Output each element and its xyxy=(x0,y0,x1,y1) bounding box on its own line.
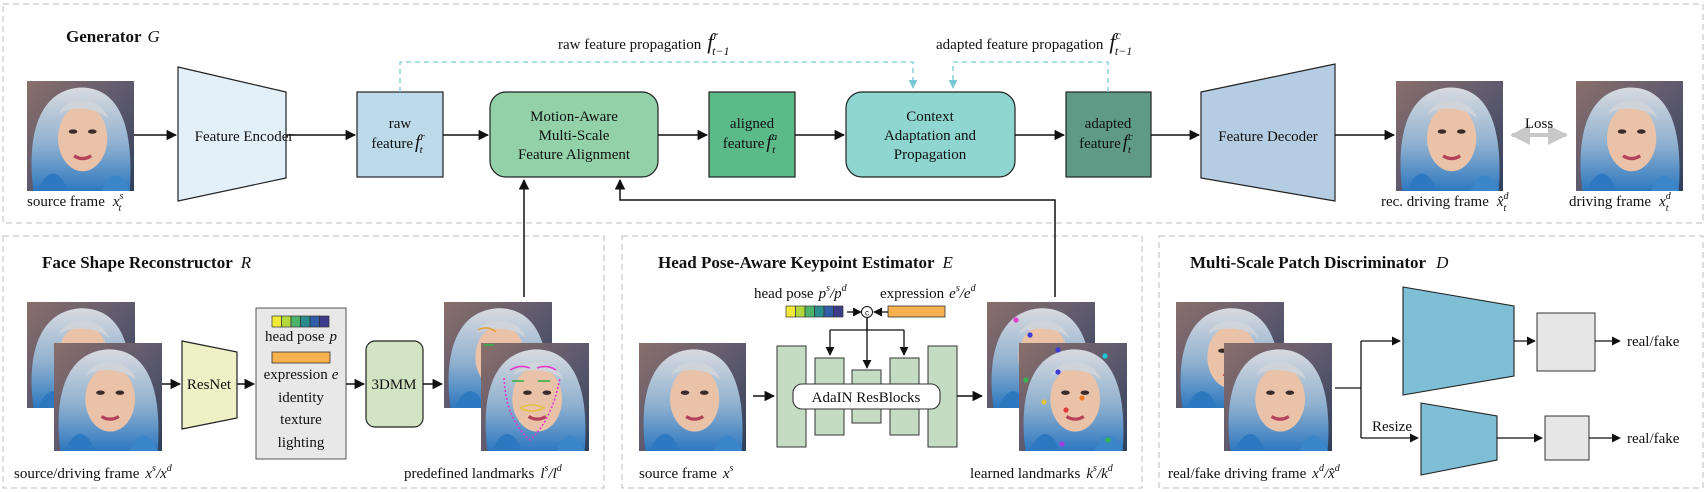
adapted-feature-label-line1: adapted xyxy=(1085,116,1132,132)
kp-expression-bar xyxy=(887,305,946,318)
reconstructor-section-border xyxy=(2,235,605,489)
alignment-line-1: Motion-Aware xyxy=(530,109,618,125)
rec-driving-frame-image xyxy=(1394,79,1505,193)
pose-color-cell xyxy=(309,315,320,328)
learned-keypoint-dots xyxy=(1013,317,1111,447)
feature-encoder-label: Feature Encoder xyxy=(195,129,294,145)
real-fake-label-2: real/fake xyxy=(1627,431,1680,447)
pose-color-cell xyxy=(804,305,815,318)
reconstructor-input-front-image xyxy=(52,341,164,453)
source-frame-image xyxy=(25,79,136,193)
learned-landmarks-front-image xyxy=(1017,341,1129,453)
disc-scale2-output xyxy=(1544,415,1590,461)
alignment-line-3: Feature Alignment xyxy=(518,147,631,163)
head-pose-color-bar xyxy=(271,315,330,328)
disc-scale1-output xyxy=(1536,312,1596,372)
disc-input-front-image xyxy=(1222,341,1334,453)
pose-color-cell xyxy=(300,315,311,328)
disc-split-lines xyxy=(1335,341,1362,438)
keypoint-section-border xyxy=(621,235,1143,489)
predefined-landmark-points xyxy=(477,327,561,442)
raw-feature-block xyxy=(356,91,444,178)
pose-color-cell xyxy=(795,305,806,318)
param-identity-label: identity xyxy=(278,390,324,406)
feature-encoder-block xyxy=(177,66,287,202)
expression-bar-recon xyxy=(271,351,331,364)
parameter-panel xyxy=(255,307,347,460)
threedmm-label: 3DMM xyxy=(371,377,416,393)
resnet-block xyxy=(181,340,238,430)
pose-color-cell xyxy=(833,305,844,318)
disc-scale2-block xyxy=(1420,402,1498,476)
real-fake-label-1: real/fake xyxy=(1627,334,1680,350)
concat-label: c xyxy=(865,309,869,318)
context-line-3: Propagation xyxy=(894,147,967,163)
pose-color-cell xyxy=(271,315,282,328)
arrow-learned-to-alignment xyxy=(614,178,1056,297)
loss-label: Loss xyxy=(1525,116,1554,132)
context-line-1: Context xyxy=(906,109,954,125)
discriminator-section-border xyxy=(1158,235,1704,489)
pose-color-cell xyxy=(814,305,825,318)
adain-resblocks-label: AdaIN ResBlocks xyxy=(812,390,921,406)
kp-head-pose-color-bar xyxy=(785,305,844,318)
disc-scale1-block xyxy=(1402,286,1515,396)
adain-resblocks-block xyxy=(792,383,941,410)
adapted-propagation-link xyxy=(948,61,1109,92)
concat-node xyxy=(861,306,873,318)
pose-color-cell xyxy=(823,305,834,318)
driving-frame-image xyxy=(1574,79,1685,193)
resize-label: Resize xyxy=(1372,419,1412,435)
feature-decoder-block xyxy=(1200,63,1336,202)
feature-decoder-label: Feature Decoder xyxy=(1218,129,1318,145)
pose-color-cell xyxy=(785,305,796,318)
pose-color-cell xyxy=(319,315,330,328)
param-texture-label: texture xyxy=(280,412,322,428)
adapted-feature-block xyxy=(1065,91,1152,178)
pose-color-cell xyxy=(281,315,292,328)
pose-color-cell xyxy=(290,315,301,328)
raw-feature-label-line1: raw xyxy=(389,116,412,132)
alignment-line-2: Multi-Scale xyxy=(539,128,610,144)
aligned-feature-block xyxy=(708,91,796,178)
generator-section-border xyxy=(2,3,1704,224)
kp-source-frame-image xyxy=(637,341,748,453)
resnet-label: ResNet xyxy=(187,377,232,393)
aligned-feature-label-line1: aligned xyxy=(730,116,775,132)
raw-propagation-link xyxy=(399,61,918,92)
param-lighting-label: lighting xyxy=(278,435,325,451)
context-line-2: Adaptation and xyxy=(884,128,977,144)
